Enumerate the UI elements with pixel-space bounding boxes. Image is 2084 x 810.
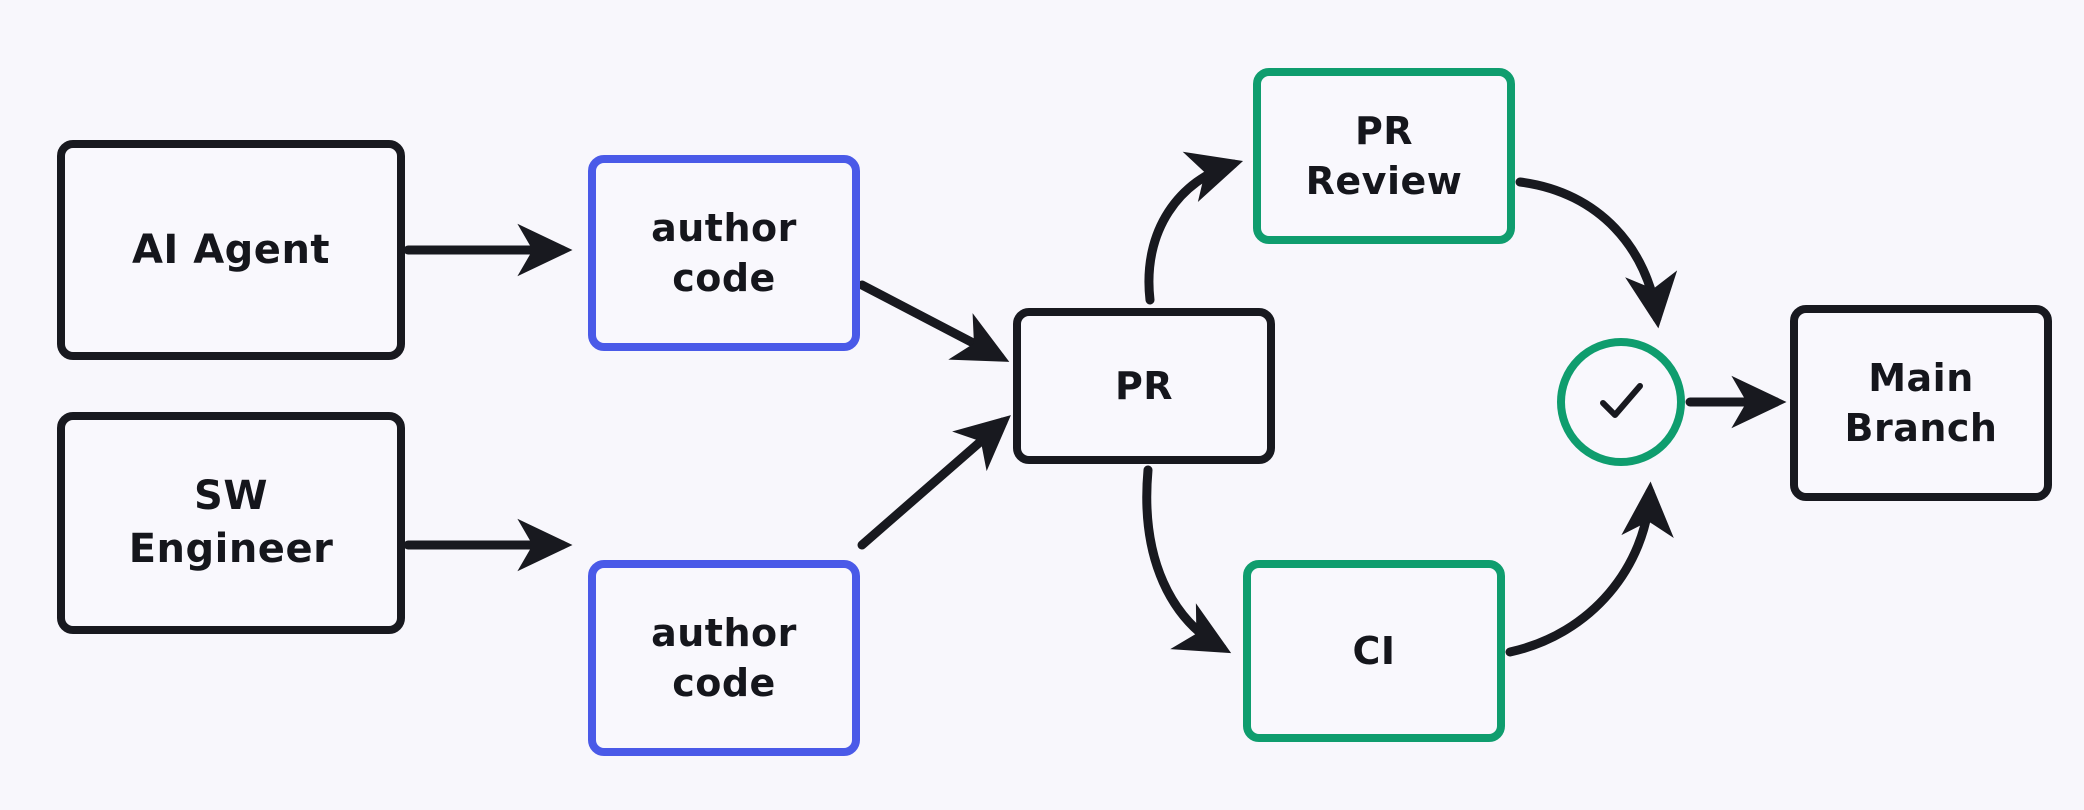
node-ai-agent-label: AI Agent [131,226,331,273]
node-pr-review-label: PR Review [1305,108,1463,203]
node-pr-label: PR [1114,363,1174,408]
node-pr-review[interactable]: PR Review [1253,68,1515,244]
node-sw-engineer[interactable]: SW Engineer [57,412,405,634]
node-ci-label: CI [1352,628,1396,673]
node-ai-agent[interactable]: AI Agent [57,140,405,360]
node-author-code-agent[interactable]: author code [588,155,860,351]
check-mark-icon [1590,371,1652,433]
node-check-circle[interactable] [1557,338,1685,466]
node-pr[interactable]: PR [1013,308,1275,464]
edge-ci-to-check [1505,481,1674,657]
edge-author-code-2-to-pr [857,415,1011,550]
edge-pr-to-ci [1142,465,1232,654]
node-main-branch-label: Main Branch [1844,355,1998,450]
node-author-code-engineer-label: author code [651,610,797,705]
node-ci[interactable]: CI [1243,560,1505,742]
edge-pr-to-pr-review [1144,151,1244,305]
edge-author-code-1-to-pr [857,280,1010,362]
node-main-branch[interactable]: Main Branch [1790,305,2052,501]
node-author-code-engineer[interactable]: author code [588,560,860,756]
edge-pr-review-to-check [1515,177,1678,329]
node-sw-engineer-label: SW Engineer [128,473,334,572]
node-author-code-agent-label: author code [651,205,797,300]
